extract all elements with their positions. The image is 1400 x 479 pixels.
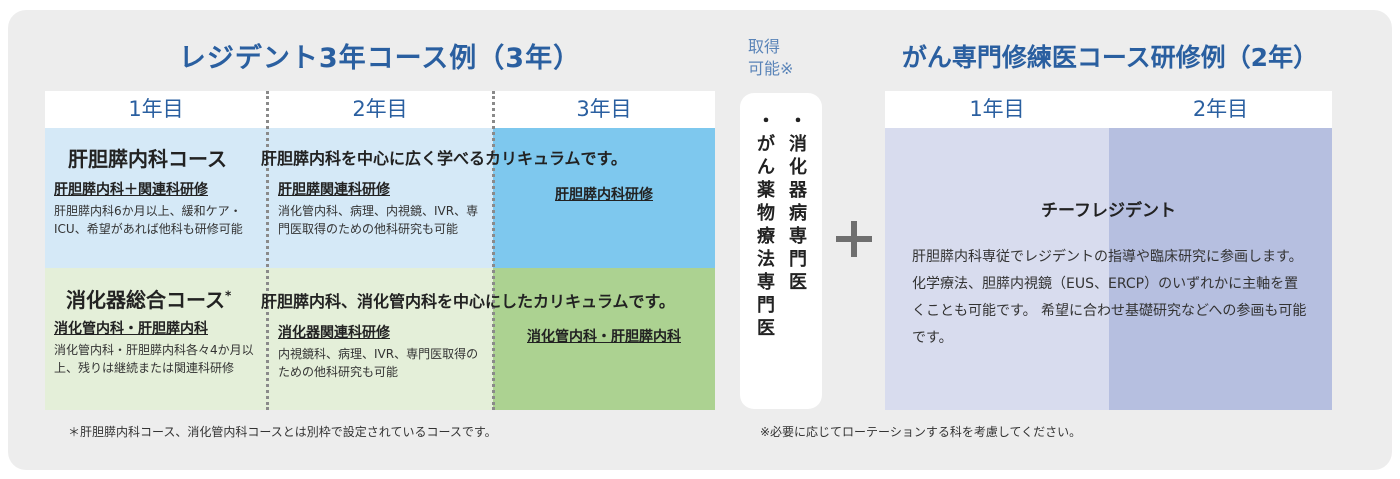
cancer-course-title: がん専門修練医コース研修例（2年） <box>901 43 1319 72</box>
gi-year1-heading: 消化管内科・肝胆膵内科 <box>54 321 208 337</box>
year-header-2: 2年目 <box>267 91 493 128</box>
gi-year2-text: 内視鏡科、病理、IVR、専門医取得のための他科研究も可能 <box>278 347 479 379</box>
hbp-course-name: 肝胆膵内科コース <box>68 147 227 171</box>
acquirable-label-line1: 取得 <box>748 37 781 56</box>
gi-year3-cell <box>493 268 715 410</box>
qualification-chemo-specialist: ・がん薬物療法専門医 <box>757 111 775 339</box>
qualifications-pill <box>740 93 822 409</box>
gi-course-asterisk: * <box>225 288 232 303</box>
hbp-course-description: 肝胆膵内科を中心に広く学べるカリキュラムです。 <box>261 149 627 168</box>
gi-course-name: 消化器総合コース* <box>66 288 232 312</box>
cancer-year-header-2: 2年目 <box>1109 91 1332 128</box>
column-divider-1 <box>266 91 269 410</box>
hbp-year3-heading: 肝胆膵内科研修 <box>555 187 653 203</box>
year-header-3: 3年目 <box>493 91 715 128</box>
hbp-year1-text: 肝胆膵内科6か月以上、緩和ケア・ICU、希望があれば他科も研修可能 <box>54 204 243 236</box>
chief-resident-description: 肝胆膵内科専従でレジデントの指導や臨床研究に参画します。化学療法、胆膵内視鏡（E… <box>912 249 1307 346</box>
left-footnote: ＊肝胆膵内科コース、消化管内科コースとは別枠で設定されているコースです。 <box>68 425 497 439</box>
hbp-year3-cell <box>493 128 715 268</box>
plus-icon <box>832 217 876 261</box>
column-divider-2 <box>492 91 495 410</box>
hbp-year1-heading: 肝胆膵内科＋関連科研修 <box>54 182 208 198</box>
year-header-1: 1年目 <box>45 91 267 128</box>
cancer-year1-cell <box>885 128 1109 410</box>
acquirable-label-line2: 可能※ <box>748 59 794 78</box>
hbp-year2-text: 消化管内科、病理、内視鏡、IVR、専門医取得のための他科研究も可能 <box>278 204 479 236</box>
hbp-year2-heading: 肝胆膵関連科研修 <box>278 182 390 198</box>
gi-course-description: 肝胆膵内科、消化管内科を中心にしたカリキュラムです。 <box>261 292 675 311</box>
cancer-year2-cell <box>1109 128 1332 410</box>
cancer-year-header-1: 1年目 <box>885 91 1109 128</box>
gi-year3-heading: 消化管内科・肝胆膵内科 <box>527 329 681 345</box>
qualification-gi-specialist: ・消化器病専門医 <box>789 111 807 293</box>
right-footnote: ※必要に応じてローテーションする科を考慮してください。 <box>760 425 1082 439</box>
gi-year2-heading: 消化器関連科研修 <box>278 325 390 341</box>
residency-course-title: レジデント3年コース例（3年） <box>178 43 582 74</box>
gi-year1-text: 消化管内科・肝胆膵内科各々4か月以上、残りは継続または関連科研修 <box>54 343 254 375</box>
chief-resident-title: チーフレジデント <box>1041 201 1176 221</box>
acquirable-label: 取得 可能※ <box>748 36 818 80</box>
